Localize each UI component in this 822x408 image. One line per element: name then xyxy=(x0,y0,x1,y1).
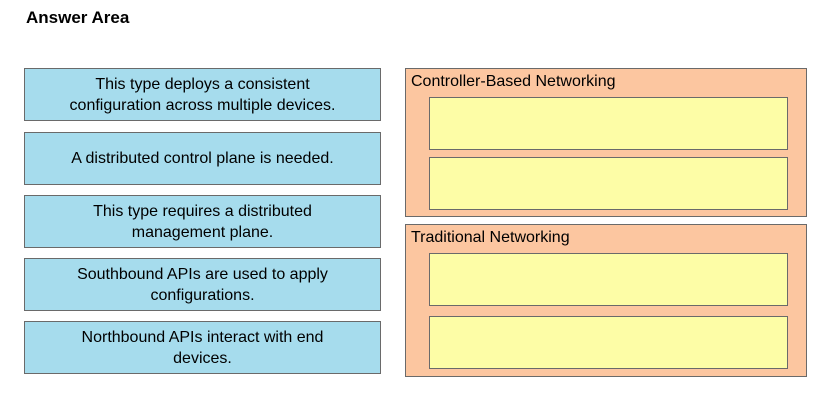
drop-slot[interactable] xyxy=(429,157,788,210)
drag-item-consistent-configuration[interactable]: This type deploys a consistent configura… xyxy=(24,68,381,121)
target-group-controller-based: Controller-Based Networking xyxy=(405,68,807,217)
drag-item-text-line: management plane. xyxy=(131,223,274,241)
drag-item-distributed-management-plane[interactable]: This type requires a distributed managem… xyxy=(24,195,381,248)
drag-item-text-line: A distributed control plane is needed. xyxy=(71,150,334,167)
drop-slot[interactable] xyxy=(429,97,788,150)
drag-item-text-line: configurations. xyxy=(150,286,255,304)
answer-area-title: Answer Area xyxy=(26,8,130,27)
target-group-label: Controller-Based Networking xyxy=(411,73,616,90)
drag-item-text-line: Southbound APIs are used to apply xyxy=(77,265,328,283)
drag-item-text-line: This type deploys a consistent xyxy=(95,75,310,93)
drag-item-distributed-control-plane[interactable]: A distributed control plane is needed. xyxy=(24,132,381,185)
target-group-traditional: Traditional Networking xyxy=(405,224,807,377)
drop-slot[interactable] xyxy=(429,253,788,306)
drop-slot[interactable] xyxy=(429,316,788,369)
drag-item-northbound-apis[interactable]: Northbound APIs interact with end device… xyxy=(24,321,381,374)
drag-item-southbound-apis[interactable]: Southbound APIs are used to apply config… xyxy=(24,258,381,311)
drag-item-text-line: devices. xyxy=(173,349,232,367)
drag-item-text-line: Northbound APIs interact with end xyxy=(81,328,324,346)
drag-item-text-line: configuration across multiple devices. xyxy=(69,96,336,114)
target-group-label: Traditional Networking xyxy=(411,229,570,246)
drag-item-text-line: This type requires a distributed xyxy=(93,202,312,220)
